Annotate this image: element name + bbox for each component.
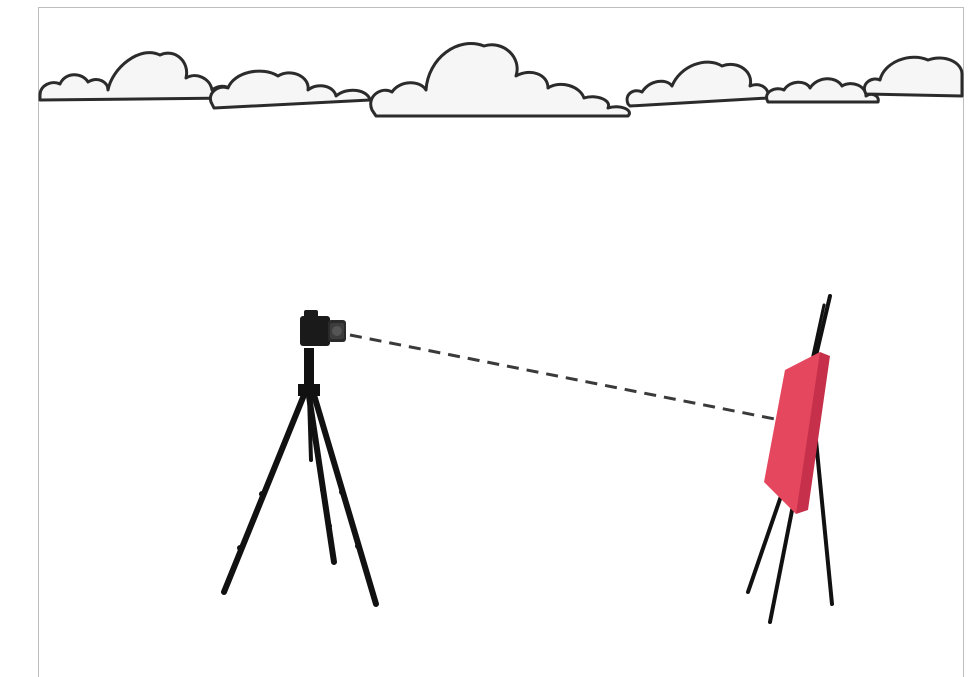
cloud-icon <box>864 57 962 96</box>
diagram-scene <box>0 0 969 663</box>
cloud-icon <box>767 79 879 102</box>
cloud-band <box>40 44 962 116</box>
camera-icon <box>300 310 346 346</box>
cloud-icon <box>210 71 370 108</box>
cloud-icon <box>627 62 768 106</box>
cloud-icon <box>40 53 234 100</box>
sight-line <box>350 335 790 422</box>
cloud-icon <box>371 44 630 116</box>
tripod-icon <box>224 348 376 604</box>
